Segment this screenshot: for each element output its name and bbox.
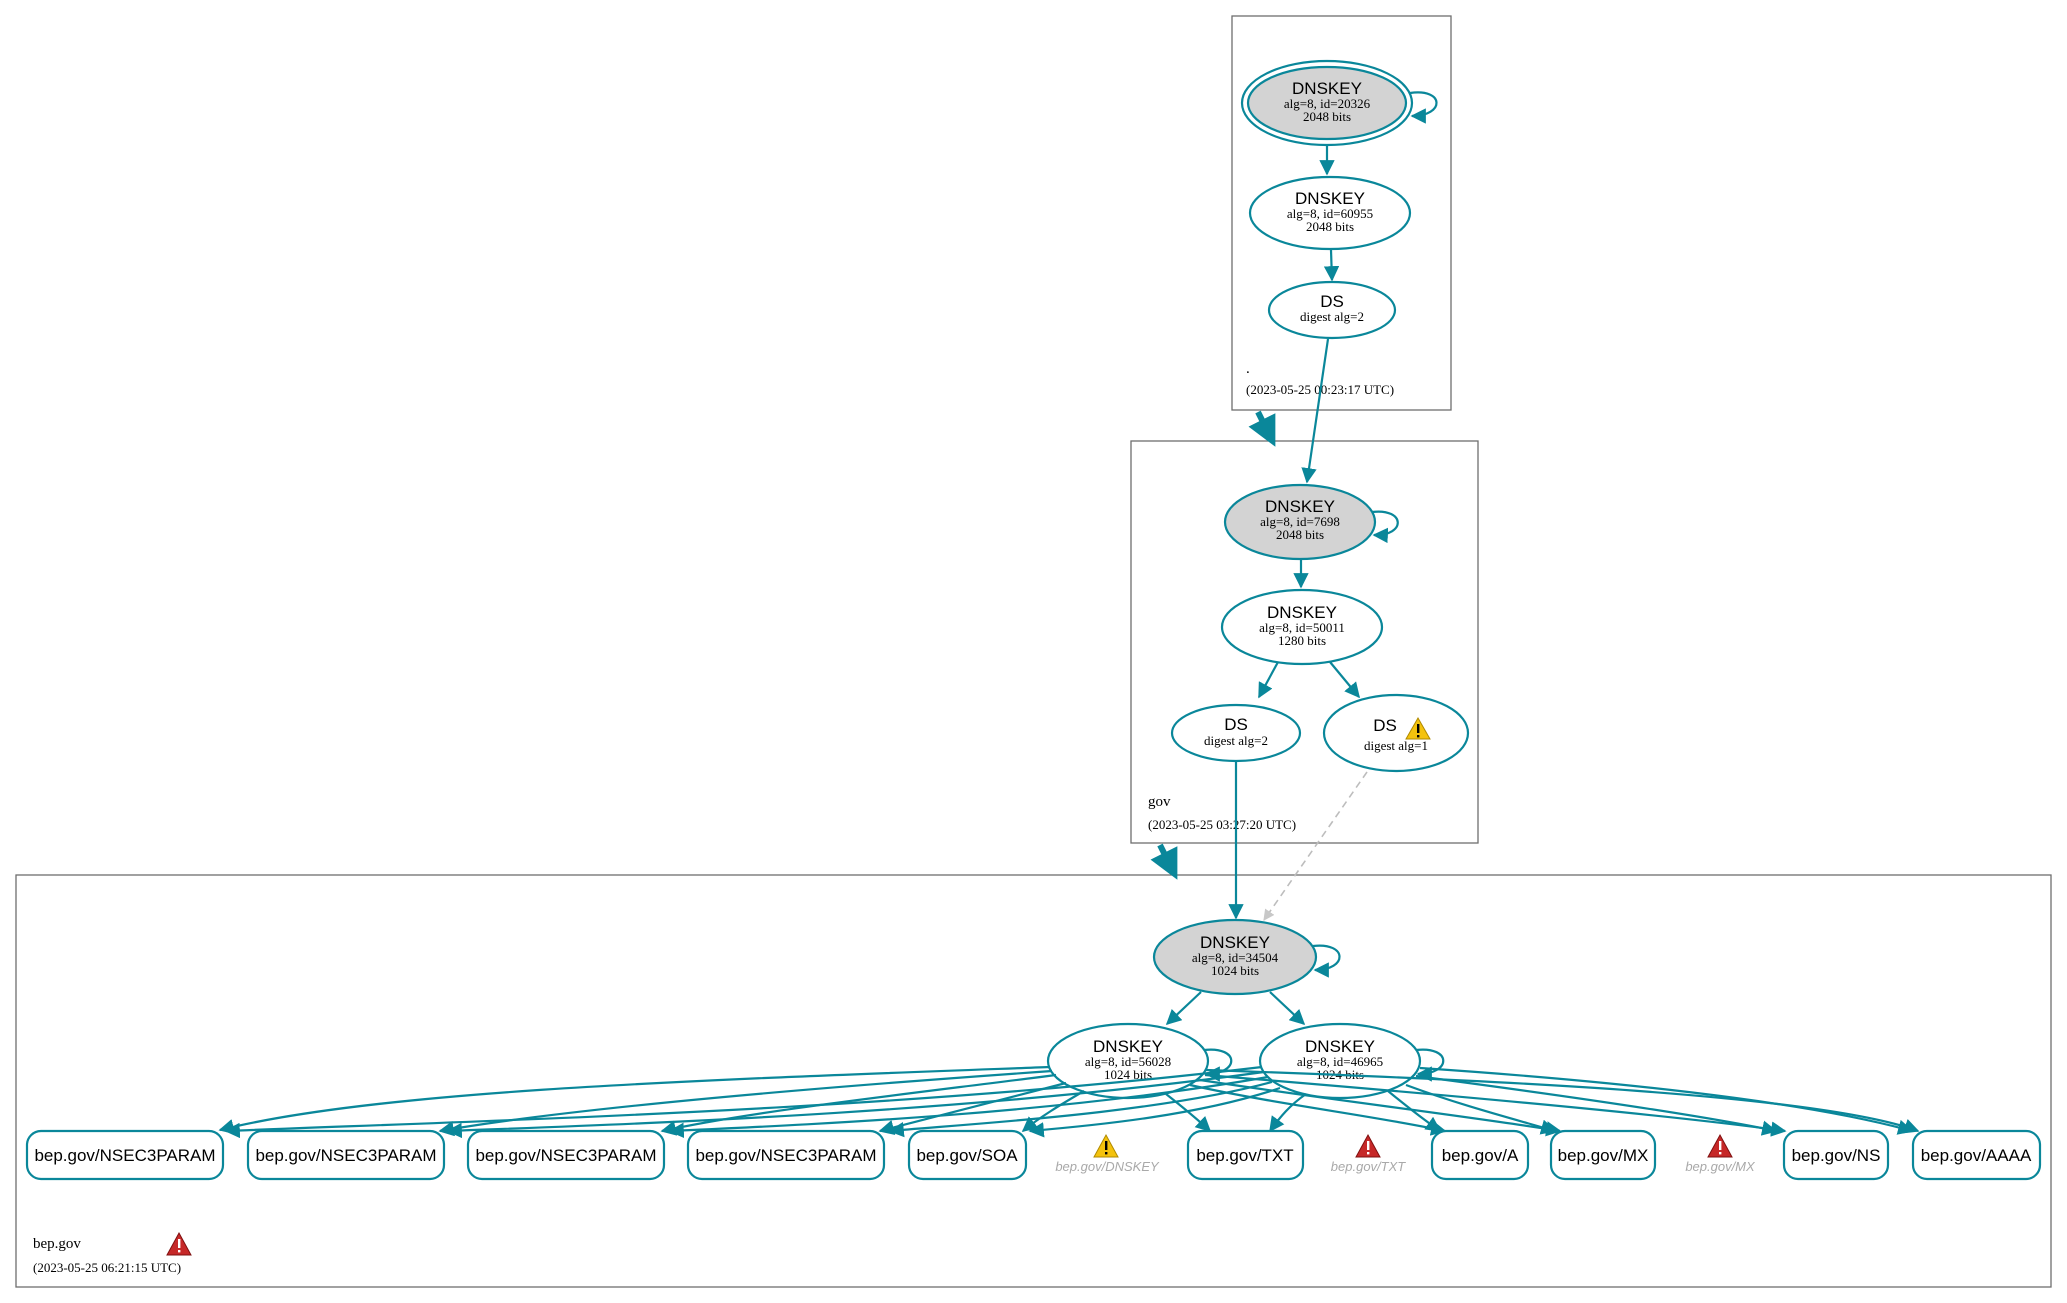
- ghost-record-label: bep.gov/TXT: [1331, 1159, 1406, 1174]
- zsk2-signature-edges: [224, 1065, 1914, 1139]
- node-digest: digest alg=2: [1204, 733, 1268, 748]
- record-ns[interactable]: bep.gov/NS: [1782, 1129, 1890, 1181]
- node-key-info: alg=8, id=56028: [1085, 1054, 1171, 1069]
- ghost-record-txt: bep.gov/TXT: [1331, 1133, 1406, 1174]
- record-label: bep.gov/SOA: [916, 1146, 1018, 1165]
- node-key-size: 1024 bits: [1104, 1067, 1152, 1082]
- gov-zsk-node[interactable]: DNSKEY alg=8, id=50011 1280 bits: [1220, 588, 1384, 666]
- node-key-size: 1024 bits: [1211, 963, 1259, 978]
- node-title: DNSKEY: [1093, 1037, 1163, 1056]
- zone-root-name: .: [1246, 361, 1250, 377]
- ghost-record-label: bep.gov/MX: [1685, 1159, 1756, 1174]
- node-key-info: alg=8, id=60955: [1287, 206, 1373, 221]
- root-zsk-node[interactable]: DNSKEY alg=8, id=60955 2048 bits: [1248, 175, 1412, 251]
- record-nsec3param-3[interactable]: bep.gov/NSEC3PARAM: [466, 1129, 666, 1181]
- node-key-info: alg=8, id=7698: [1260, 514, 1340, 529]
- node-key-size: 2048 bits: [1303, 109, 1351, 124]
- node-title: DS: [1373, 716, 1397, 735]
- record-label: bep.gov/AAAA: [1921, 1146, 2032, 1165]
- warning-triangle-icon: [1093, 1133, 1119, 1158]
- record-label: bep.gov/NSEC3PARAM: [255, 1146, 436, 1165]
- edge-gov-zsk-ds2: [1258, 661, 1279, 699]
- record-txt[interactable]: bep.gov/TXT: [1186, 1129, 1305, 1181]
- self-sign-root-ksk: [1409, 91, 1438, 124]
- record-label: bep.gov/NSEC3PARAM: [695, 1146, 876, 1165]
- edge-gov-ds1-bep-ksk-dashed: [1263, 771, 1368, 921]
- zone-bep: [15, 874, 2052, 1288]
- delegation-gov-bep: [1150, 843, 1178, 880]
- bep-zsk1-node[interactable]: DNSKEY alg=8, id=56028 1024 bits: [1046, 1022, 1210, 1100]
- root-ksk-node[interactable]: DNSKEY alg=8, id=20326 2048 bits: [1240, 59, 1414, 147]
- delegation-root-gov: [1248, 410, 1276, 447]
- ghost-record-label: bep.gov/DNSKEY: [1055, 1159, 1160, 1174]
- record-label: bep.gov/A: [1442, 1146, 1519, 1165]
- node-title: DS: [1224, 715, 1248, 734]
- self-sign-bep-zsk2: [1415, 1048, 1445, 1082]
- record-label: bep.gov/TXT: [1196, 1146, 1293, 1165]
- warning-triangle-icon: [1405, 716, 1431, 740]
- edge-root-zsk-ds: [1323, 249, 1340, 282]
- node-key-size: 1280 bits: [1278, 633, 1326, 648]
- record-mx[interactable]: bep.gov/MX: [1549, 1129, 1657, 1181]
- node-title: DS: [1320, 292, 1344, 311]
- edge-root-ds-gov-ksk: [1301, 338, 1330, 484]
- zone-bep-timestamp: (2023-05-25 06:21:15 UTC): [33, 1260, 181, 1275]
- node-title: DNSKEY: [1200, 933, 1270, 952]
- node-title: DNSKEY: [1267, 603, 1337, 622]
- gov-ds1-node[interactable]: DS digest alg=1: [1322, 693, 1470, 773]
- edge-bep-ksk-zsk1: [1165, 991, 1202, 1026]
- error-triangle-icon: [166, 1231, 192, 1256]
- record-a[interactable]: bep.gov/A: [1430, 1129, 1530, 1181]
- zone-gov-timestamp: (2023-05-25 03:27:20 UTC): [1148, 817, 1296, 832]
- record-label: bep.gov/NSEC3PARAM: [34, 1146, 215, 1165]
- root-ds-node[interactable]: DS digest alg=2: [1267, 280, 1397, 340]
- edge-bep-ksk-zsk2: [1269, 991, 1306, 1026]
- record-label: bep.gov/MX: [1558, 1146, 1649, 1165]
- edge-gov-zsk-ds1: [1329, 661, 1360, 699]
- bep-ksk-node[interactable]: DNSKEY alg=8, id=34504 1024 bits: [1152, 918, 1318, 996]
- record-label: bep.gov/NS: [1792, 1146, 1881, 1165]
- node-key-info: alg=8, id=20326: [1284, 96, 1371, 111]
- node-title: DNSKEY: [1292, 79, 1362, 98]
- node-digest: digest alg=2: [1300, 309, 1364, 324]
- node-title: DNSKEY: [1295, 189, 1365, 208]
- self-sign-bep-ksk: [1312, 944, 1341, 978]
- bep-zsk2-node[interactable]: DNSKEY alg=8, id=46965 1024 bits: [1258, 1022, 1422, 1100]
- record-nsec3param-2[interactable]: bep.gov/NSEC3PARAM: [246, 1129, 446, 1181]
- self-sign-gov-ksk: [1371, 510, 1399, 544]
- record-nsec3param-4[interactable]: bep.gov/NSEC3PARAM: [686, 1129, 886, 1181]
- node-key-info: alg=8, id=46965: [1297, 1054, 1383, 1069]
- node-title: DNSKEY: [1265, 497, 1335, 516]
- node-title: DNSKEY: [1305, 1037, 1375, 1056]
- record-aaaa[interactable]: bep.gov/AAAA: [1911, 1129, 2042, 1181]
- error-triangle-icon: [1707, 1133, 1733, 1158]
- gov-ksk-node[interactable]: DNSKEY alg=8, id=7698 2048 bits: [1223, 483, 1377, 561]
- ghost-record-mx: bep.gov/MX: [1685, 1133, 1756, 1174]
- gov-ds2-node[interactable]: DS digest alg=2: [1170, 703, 1302, 763]
- record-label: bep.gov/NSEC3PARAM: [475, 1146, 656, 1165]
- zone-bep-name: bep.gov: [33, 1236, 81, 1252]
- node-digest: digest alg=1: [1364, 738, 1428, 753]
- node-key-info: alg=8, id=50011: [1259, 620, 1345, 635]
- node-key-info: alg=8, id=34504: [1192, 950, 1279, 965]
- ghost-record-dnskey: bep.gov/DNSKEY: [1055, 1133, 1160, 1174]
- zone-gov-name: gov: [1148, 794, 1171, 810]
- node-key-size: 2048 bits: [1276, 527, 1324, 542]
- node-key-size: 2048 bits: [1306, 219, 1354, 234]
- record-nsec3param-1[interactable]: bep.gov/NSEC3PARAM: [25, 1129, 225, 1181]
- error-triangle-icon: [1355, 1133, 1381, 1158]
- record-soa[interactable]: bep.gov/SOA: [907, 1129, 1028, 1181]
